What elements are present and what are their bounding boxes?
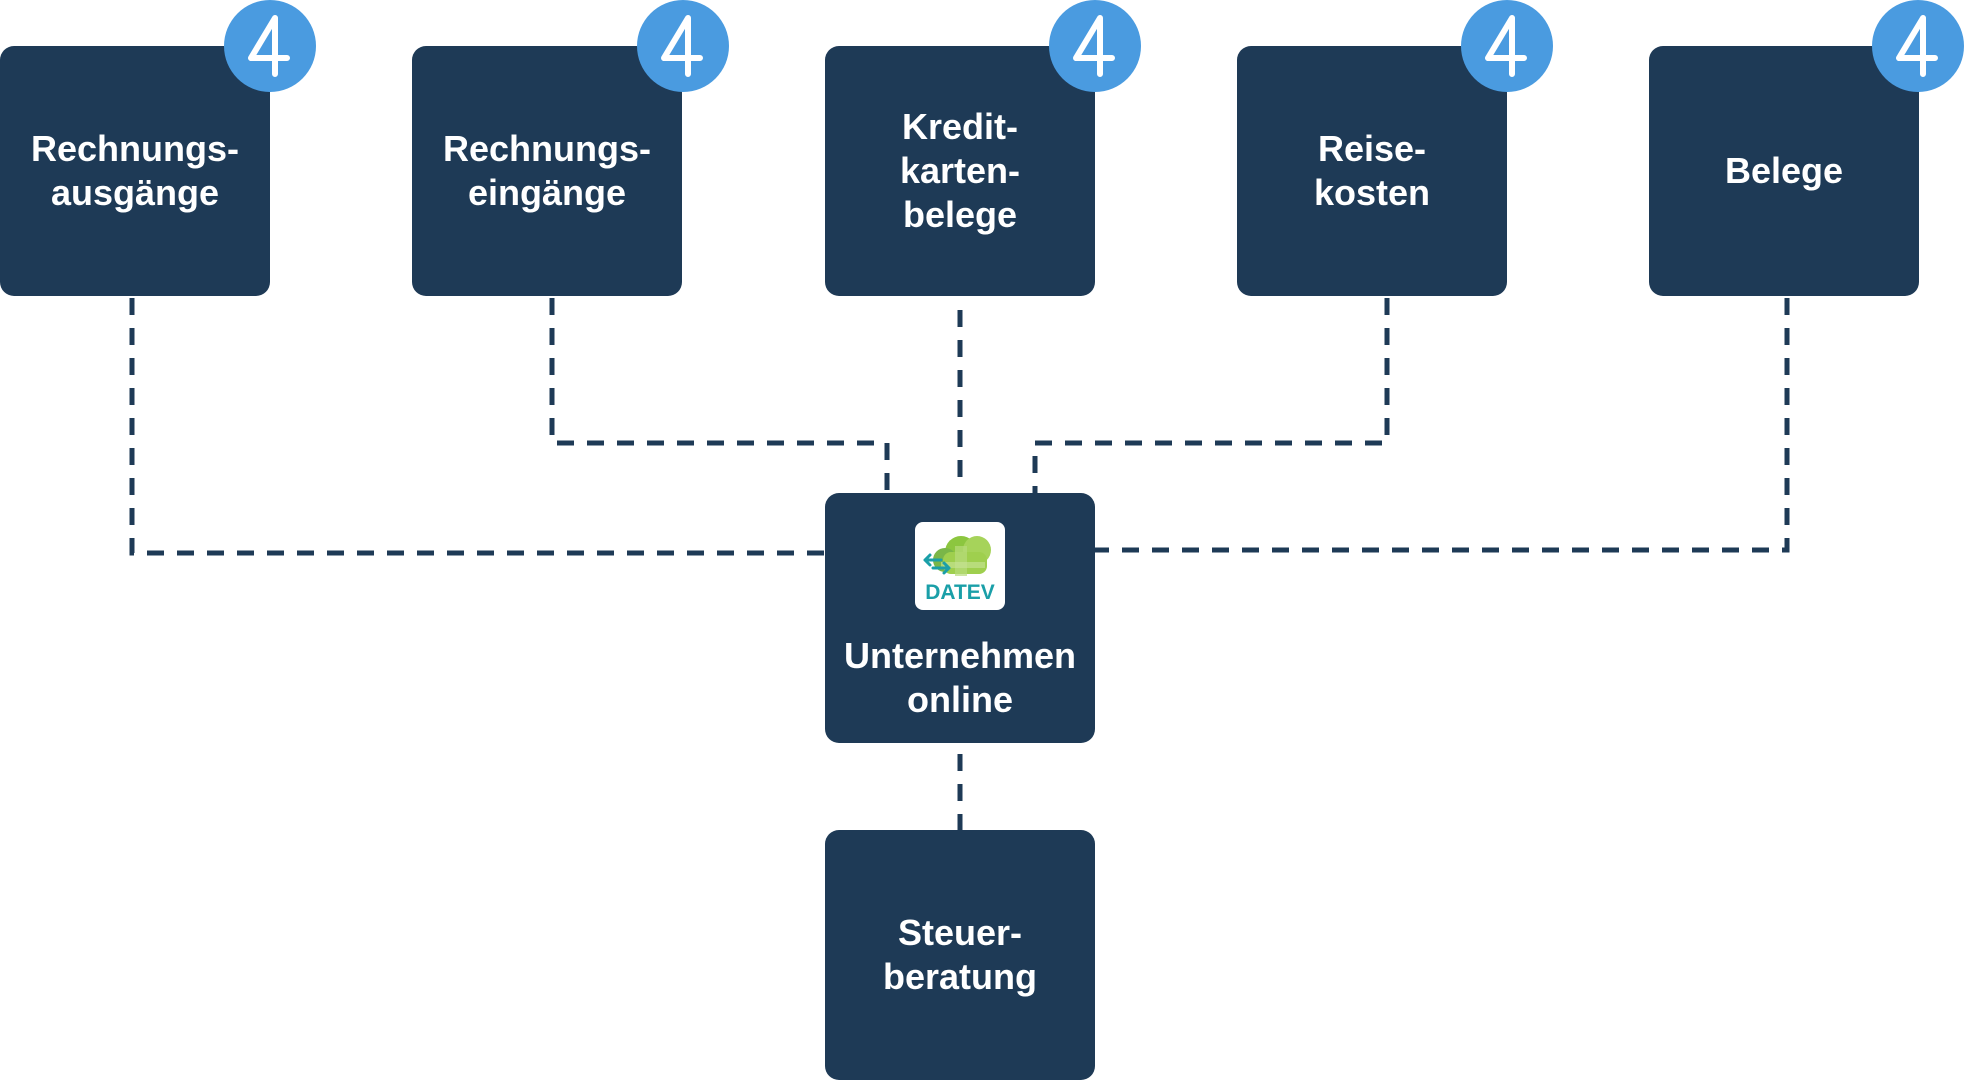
badge-belege — [1872, 0, 1964, 92]
box-label: Rechnungs- ausgänge — [30, 128, 239, 213]
badge-number-icon — [1485, 15, 1527, 77]
box-label: Rechnungs- eingänge — [442, 128, 651, 213]
badge-number-icon — [248, 15, 290, 77]
box-belege: Belege — [1649, 46, 1919, 296]
badge-number-icon — [661, 15, 703, 77]
badge-kreditkartenbelege — [1049, 0, 1141, 92]
box-label: Steuer- beratung — [882, 912, 1037, 997]
box-steuerberatung: Steuer- beratung — [825, 830, 1095, 1080]
connector-rechnungsausgaenge-to-hub — [129, 298, 825, 556]
box-kreditkartenbelege: Kredit- karten- belege — [825, 46, 1095, 296]
badge-number-icon — [1073, 15, 1115, 77]
box-rechnungsausgaenge: Rechnungs- ausgänge — [0, 46, 270, 296]
box-unternehmen-online: DATEV Unternehmen online — [825, 493, 1095, 743]
badge-reisekosten — [1461, 0, 1553, 92]
box-reisekosten: Reise- kosten — [1237, 46, 1507, 296]
connector-belege-to-hub — [1095, 298, 1790, 553]
box-label: Unternehmen online — [843, 635, 1077, 720]
connector-reisekosten-to-hub — [1032, 298, 1390, 493]
box-label: Belege — [1724, 150, 1844, 192]
connector-rechnungseingaenge-to-hub — [549, 298, 890, 493]
box-rechnungseingaenge: Rechnungs- eingänge — [412, 46, 682, 296]
logo-text: DATEV — [925, 581, 995, 604]
box-label: Reise- kosten — [1313, 128, 1431, 213]
badge-rechnungseingaenge — [637, 0, 729, 92]
badge-rechnungsausgaenge — [224, 0, 316, 92]
box-label: Kredit- karten- belege — [899, 106, 1021, 235]
badge-number-icon — [1896, 15, 1938, 77]
datev-cloud-logo-icon: DATEV — [915, 522, 1005, 611]
